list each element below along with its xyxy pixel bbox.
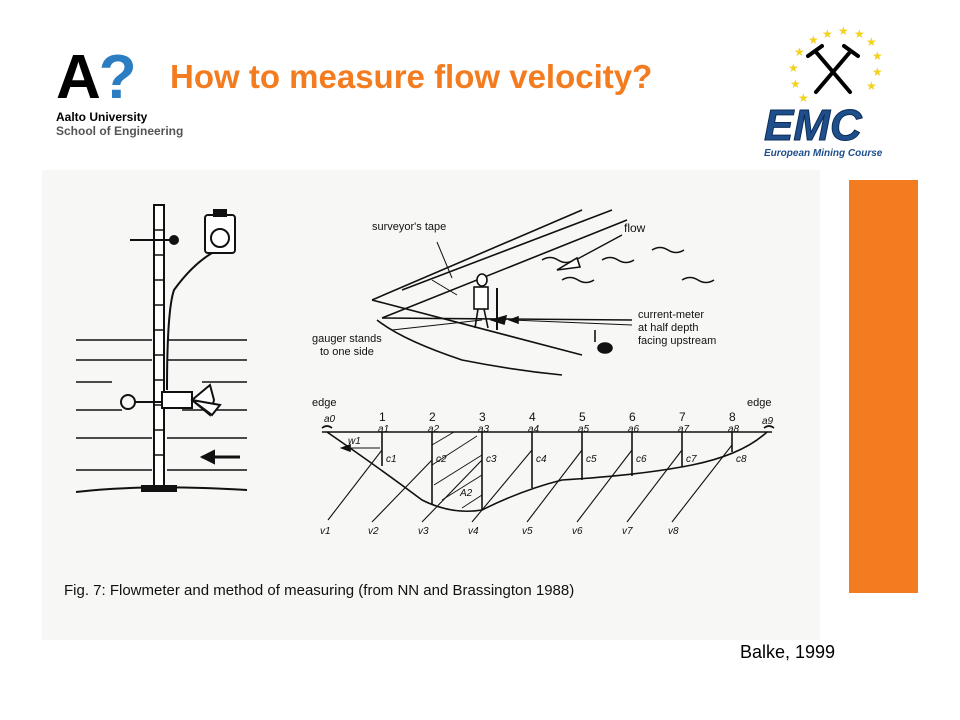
svg-text:★: ★ [854,27,865,41]
a-label: a7 [678,424,690,435]
v-labels: v1 v2 v3 v4 v5 v6 v7 v8 [320,526,679,537]
vertical-number: 4 [529,410,536,424]
v-label: v1 [320,526,331,537]
svg-text:★: ★ [866,79,877,93]
figure-caption: Fig. 7: Flowmeter and method of measurin… [64,582,574,599]
svg-text:★: ★ [808,33,819,47]
c-label: c8 [736,454,747,465]
eu-stars-ring: ★★ ★★ ★★ ★★ ★★ ★★ [788,24,883,105]
slide-title: How to measure flow velocity? [170,58,653,95]
svg-text:★: ★ [788,61,799,75]
c-label: c1 [386,454,397,465]
svg-text:★: ★ [794,45,805,59]
a-label: a3 [478,424,490,435]
v-label: v5 [522,526,533,537]
current-meter-label-3: facing upstream [638,335,716,347]
logo-letter-a: A [56,43,101,112]
v-label: v8 [668,526,679,537]
a-label: a1 [378,424,389,435]
svg-text:★: ★ [822,27,833,41]
hammer-pick-icon [806,44,860,94]
vertical-number: 7 [679,410,686,424]
svg-text:★: ★ [790,77,801,91]
a-labels: a0 a1 a2 a3 a4 a5 a6 a7 a8 a9 [324,414,774,435]
c-label: c5 [586,454,597,465]
current-meter-label-2: at half depth [638,322,699,334]
c-label: c2 [436,454,447,465]
c-label: c3 [486,454,497,465]
svg-text:★: ★ [866,35,877,49]
w-label: w1 [348,436,361,447]
vertical-number: 8 [729,410,736,424]
a-label: a6 [628,424,640,435]
a-label: a4 [528,424,540,435]
emc-subtitle: European Mining Course [764,148,883,159]
logo-school-name: School of Engineering [56,124,184,138]
c-label: c4 [536,454,547,465]
logo-university-name: Aalto University [56,110,148,124]
cross-section-diagram [321,425,775,523]
vertical-number: 5 [579,410,586,424]
flow-label: flow [624,221,646,235]
current-meter-label-1: current-meter [638,309,704,321]
accent-bar [849,180,918,593]
c-label: c7 [686,454,697,465]
logo-question-mark: ? [98,43,137,112]
svg-text:★: ★ [798,91,809,105]
svg-text:★: ★ [872,65,883,79]
a-label: a5 [578,424,590,435]
emc-letters: EMC [764,101,863,150]
v-label: v7 [622,526,633,537]
gauger-label-2: to one side [320,346,374,358]
aalto-logo-mark: A? [56,47,137,109]
a-label: a2 [428,424,440,435]
v-label: v3 [418,526,429,537]
emc-logo: ★★ ★★ ★★ ★★ ★★ ★★ EMC European Mining Co… [764,24,883,159]
svg-text:★: ★ [872,49,883,63]
c-label: c6 [636,454,647,465]
vertical-number: 3 [479,410,486,424]
vertical-number: 1 [379,410,386,424]
area-label: A2 [459,488,473,499]
flowmeter-figure: surveyor's tape flow current-meter at ha… [42,170,820,640]
v-label: v4 [468,526,479,537]
gauger-label-1: gauger stands [312,333,382,345]
svg-text:★: ★ [838,24,849,38]
edge-left-label: edge [312,397,336,409]
vertical-numbers: 1 2 3 4 5 6 7 8 [379,410,736,424]
flowmeter-drawing [75,204,248,493]
v-label: v2 [368,526,379,537]
vertical-number: 2 [429,410,436,424]
c-labels: c1 c2 c3 c4 c5 c6 c7 c8 [386,454,747,465]
gauging-scene [371,209,715,376]
a-label: a0 [324,414,336,425]
edge-right-label: edge [747,397,771,409]
surveyors-tape-label: surveyor's tape [372,221,446,233]
v-label: v6 [572,526,583,537]
a-label: a9 [762,416,774,427]
source-credit: Balke, 1999 [740,642,836,662]
a-label: a8 [728,424,740,435]
vertical-number: 6 [629,410,636,424]
